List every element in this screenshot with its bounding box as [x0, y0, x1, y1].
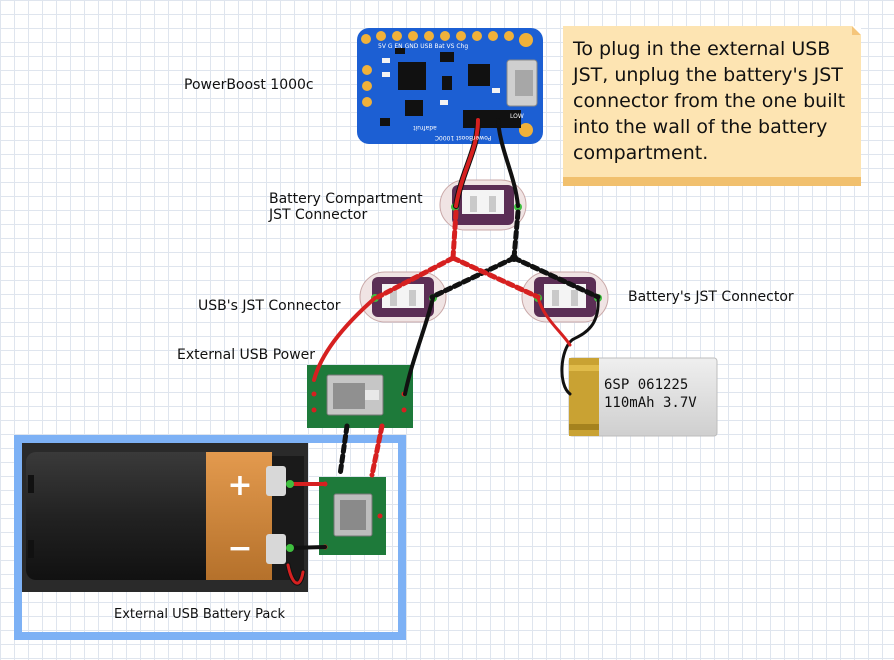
- pack-usb-board: [319, 477, 386, 555]
- note-bottom-bar: [563, 177, 861, 186]
- battery-compartment-label-line1: Battery Compartment: [269, 191, 423, 207]
- external-usb-power-board: [307, 365, 413, 428]
- lipo-battery-label: 6SP 061225 110mAh 3.7V: [604, 376, 697, 412]
- usb-jst-connector: [359, 271, 447, 323]
- powerboost-brand-text: adafruit: [413, 124, 437, 131]
- battery-compartment-label-line2: JST Connector: [269, 207, 368, 223]
- powerboost-label: PowerBoost 1000c: [184, 77, 314, 93]
- lipo-battery-rating: 110mAh 3.7V: [604, 395, 697, 411]
- powerboost-board: [357, 28, 543, 144]
- lipo-battery-model: 6SP 061225: [604, 377, 689, 393]
- battery-compartment-jst-connector: [439, 179, 527, 231]
- battery-jst-label: Battery's JST Connector: [628, 289, 794, 305]
- instruction-note-text: To plug in the external USB JST, unplug …: [573, 38, 846, 164]
- external-usb-power-label: External USB Power: [177, 347, 316, 363]
- lipo-battery: [568, 357, 718, 437]
- usb-jst-label: USB's JST Connector: [198, 298, 341, 314]
- wires: [285, 117, 601, 586]
- battery-minus-symbol: −: [227, 531, 252, 566]
- powerboost-silk-text: PowerBoost 1000C: [435, 134, 491, 141]
- external-usb-battery-pack-label: External USB Battery Pack: [114, 607, 286, 622]
- instruction-note: To plug in the external USB JST, unplug …: [563, 26, 861, 186]
- battery-holder: [22, 443, 308, 592]
- note-corner-fold: [852, 26, 861, 35]
- powerboost-pin-labels: 5V G EN GND USB Bat VS Chg: [378, 43, 468, 50]
- battery-plus-symbol: +: [227, 468, 252, 503]
- battery-pack-frame: [14, 435, 406, 640]
- powerboost-low-text: LOW: [510, 113, 524, 120]
